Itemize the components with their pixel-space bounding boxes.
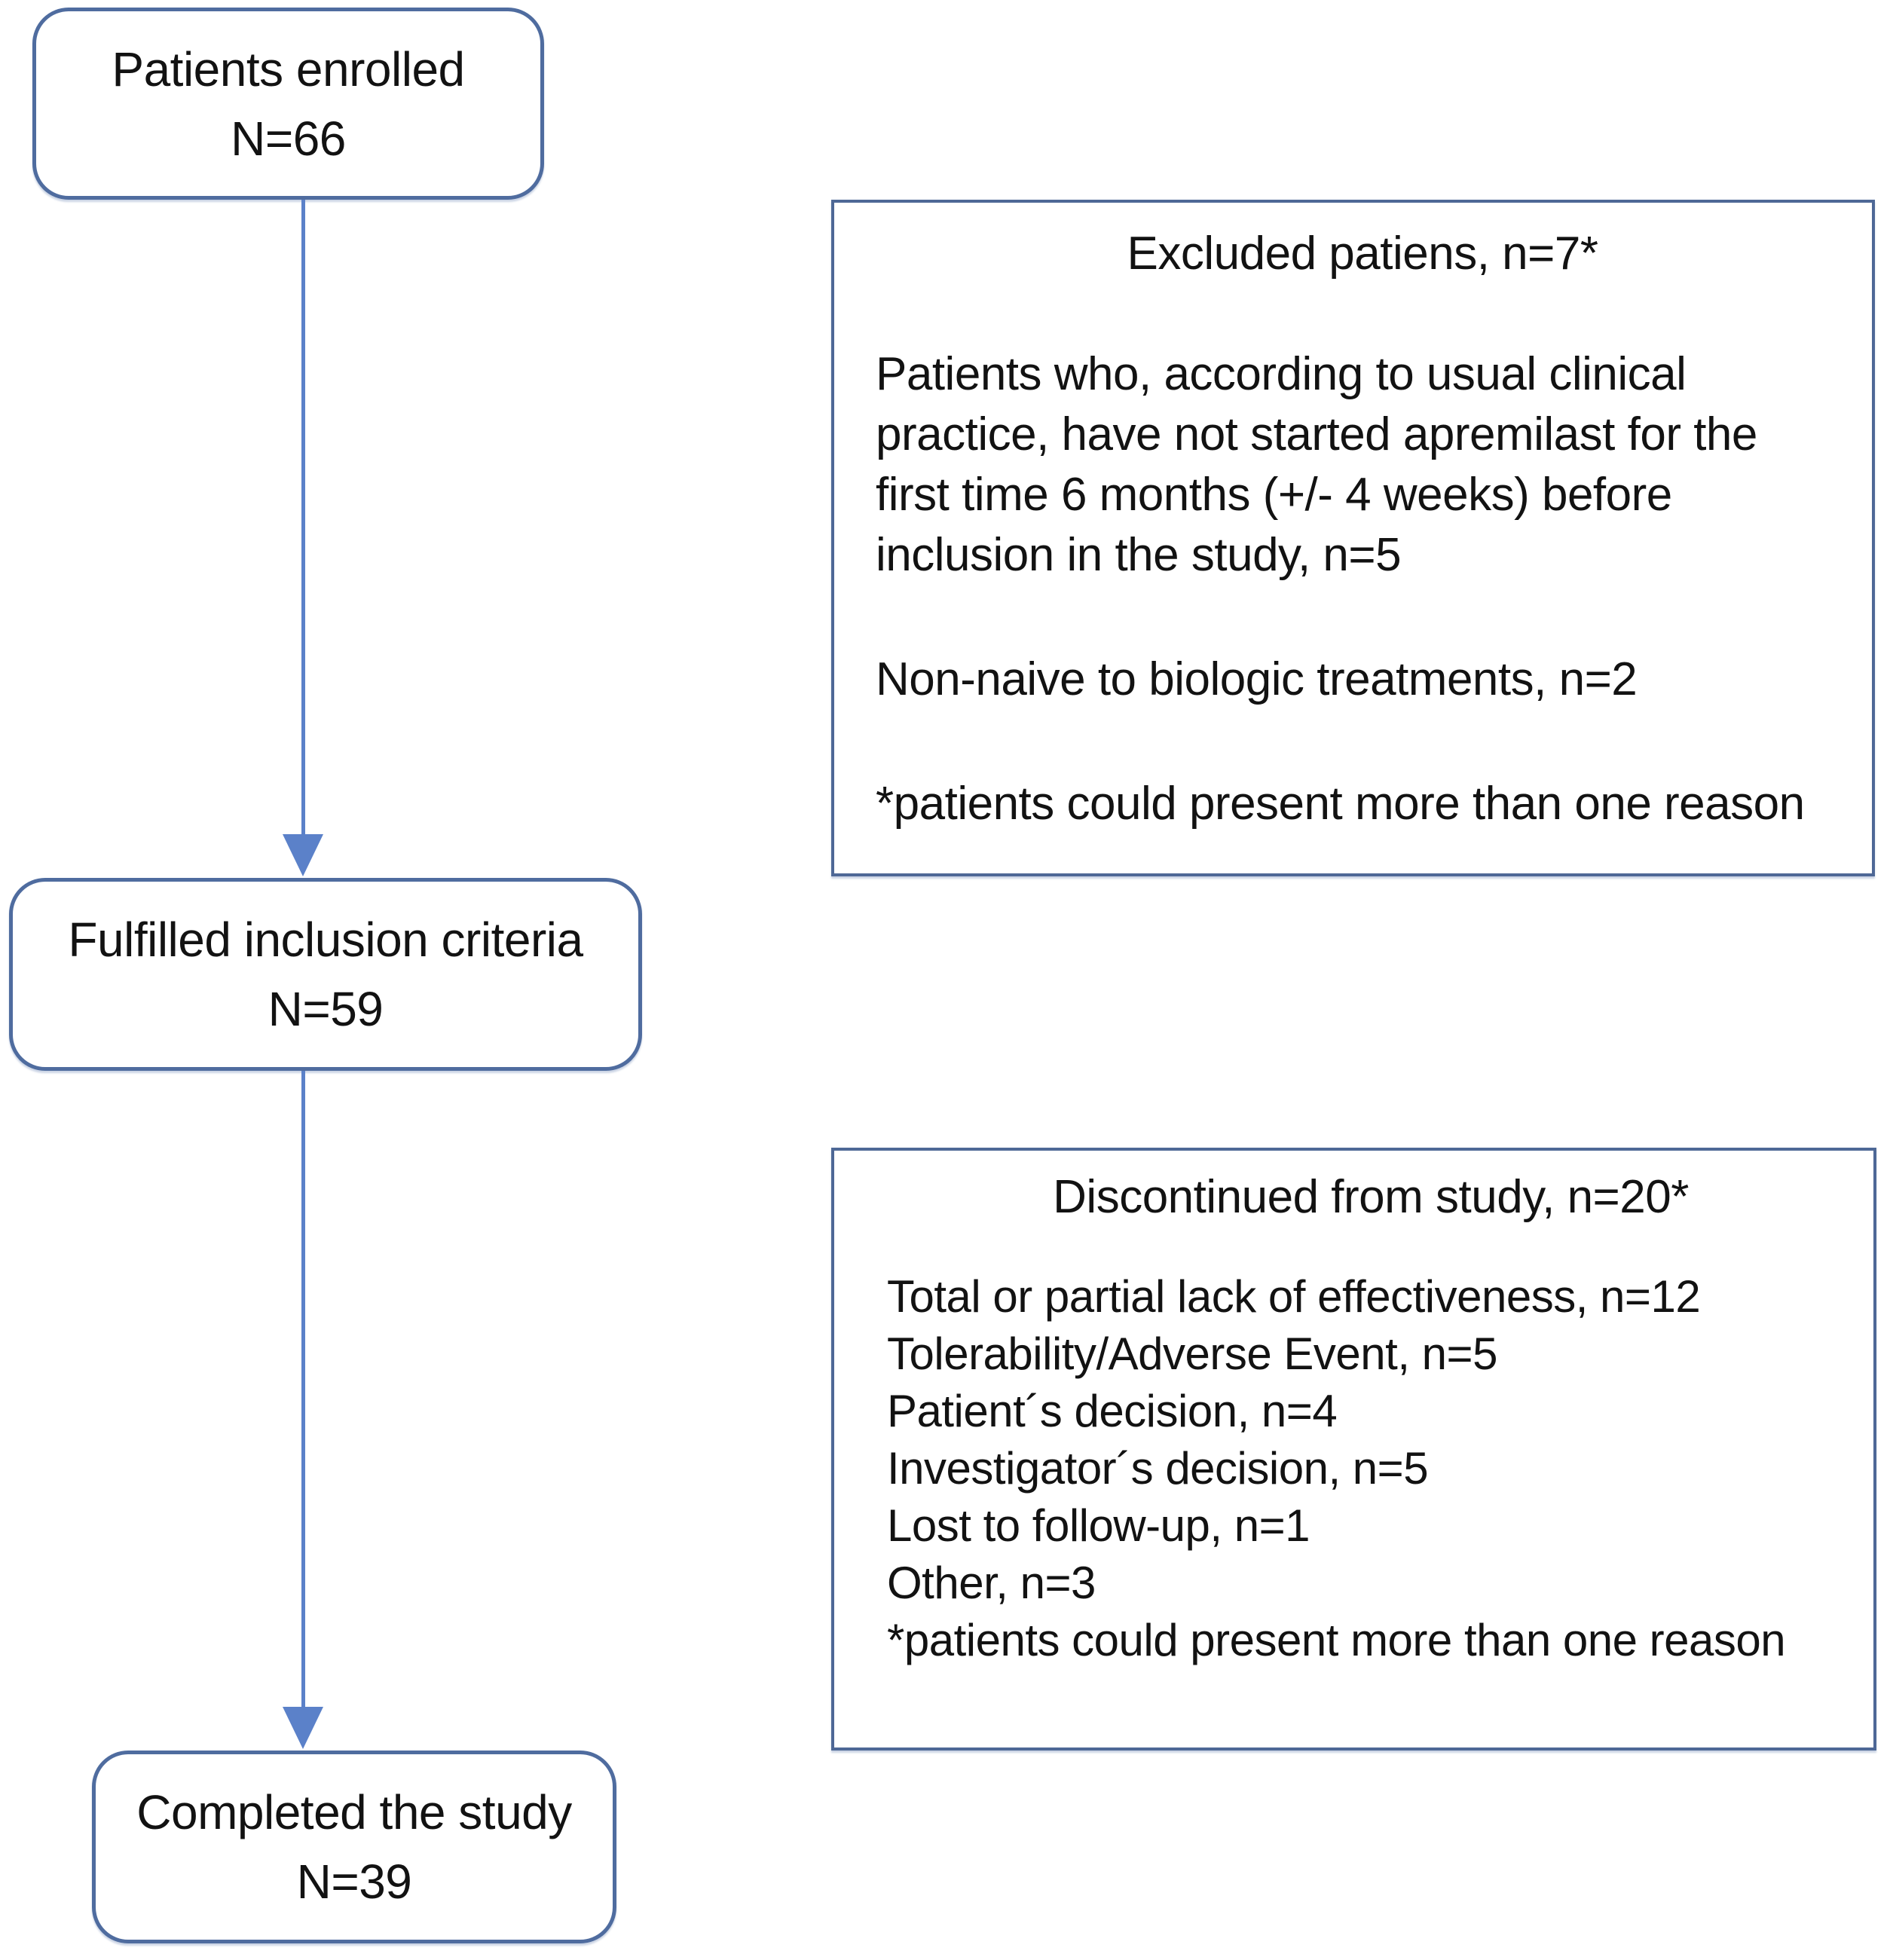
discontinued-item: Patient´s decision, n=4 [887,1386,1338,1436]
excluded-reason-line: inclusion in the study, n=5 [876,529,1402,581]
excluded-reason-line: first time 6 months (+/- 4 weeks) before [876,469,1672,521]
excluded-patients-content: Excluded patiens, n=7* Patients who, acc… [834,203,1872,834]
node-completed-study: Completed the study N=39 [92,1751,616,1943]
node-patients-enrolled-label: Patients enrolled [112,41,465,96]
node-fulfilled-criteria: Fulfilled inclusion criteria N=59 [9,878,642,1071]
node-fulfilled-criteria-label: Fulfilled inclusion criteria [68,913,583,967]
discontinued-content: Discontinued from study, n=20* Total or … [834,1151,1873,1669]
node-completed-study-label: Completed the study [136,1785,572,1839]
discontinued-box: Discontinued from study, n=20* Total or … [831,1148,1876,1751]
node-fulfilled-criteria-count: N=59 [268,982,384,1036]
discontinued-item: Investigator´s decision, n=5 [887,1443,1429,1494]
discontinued-item: Other, n=3 [887,1558,1096,1608]
excluded-reason-line: Patients who, according to usual clinica… [876,348,1687,400]
arrow-line-enrolled-to-fulfilled [301,200,305,836]
node-patients-enrolled-count: N=66 [231,111,346,166]
discontinued-title: Discontinued from study, n=20* [1053,1171,1689,1223]
excluded-reason-line: practice, have not started apremilast fo… [876,408,1757,460]
excluded-footnote: *patients could present more than one re… [876,778,1805,830]
arrow-head-enrolled-to-fulfilled-icon [283,834,323,876]
excluded-reason-non-naive: Non-naive to biologic treatments, n=2 [876,653,1638,705]
excluded-patients-box: Excluded patiens, n=7* Patients who, acc… [831,200,1875,876]
discontinued-item: Lost to follow-up, n=1 [887,1500,1310,1551]
arrow-head-fulfilled-to-completed-icon [283,1707,323,1749]
node-completed-study-count: N=39 [296,1855,412,1909]
excluded-patients-title: Excluded patiens, n=7* [1127,228,1598,280]
discontinued-item: Tolerability/Adverse Event, n=5 [887,1329,1497,1379]
discontinued-item: Total or partial lack of effectiveness, … [887,1271,1701,1322]
node-patients-enrolled: Patients enrolled N=66 [32,8,544,200]
discontinued-footnote: *patients could present more than one re… [887,1615,1786,1665]
arrow-line-fulfilled-to-completed [301,1071,305,1711]
